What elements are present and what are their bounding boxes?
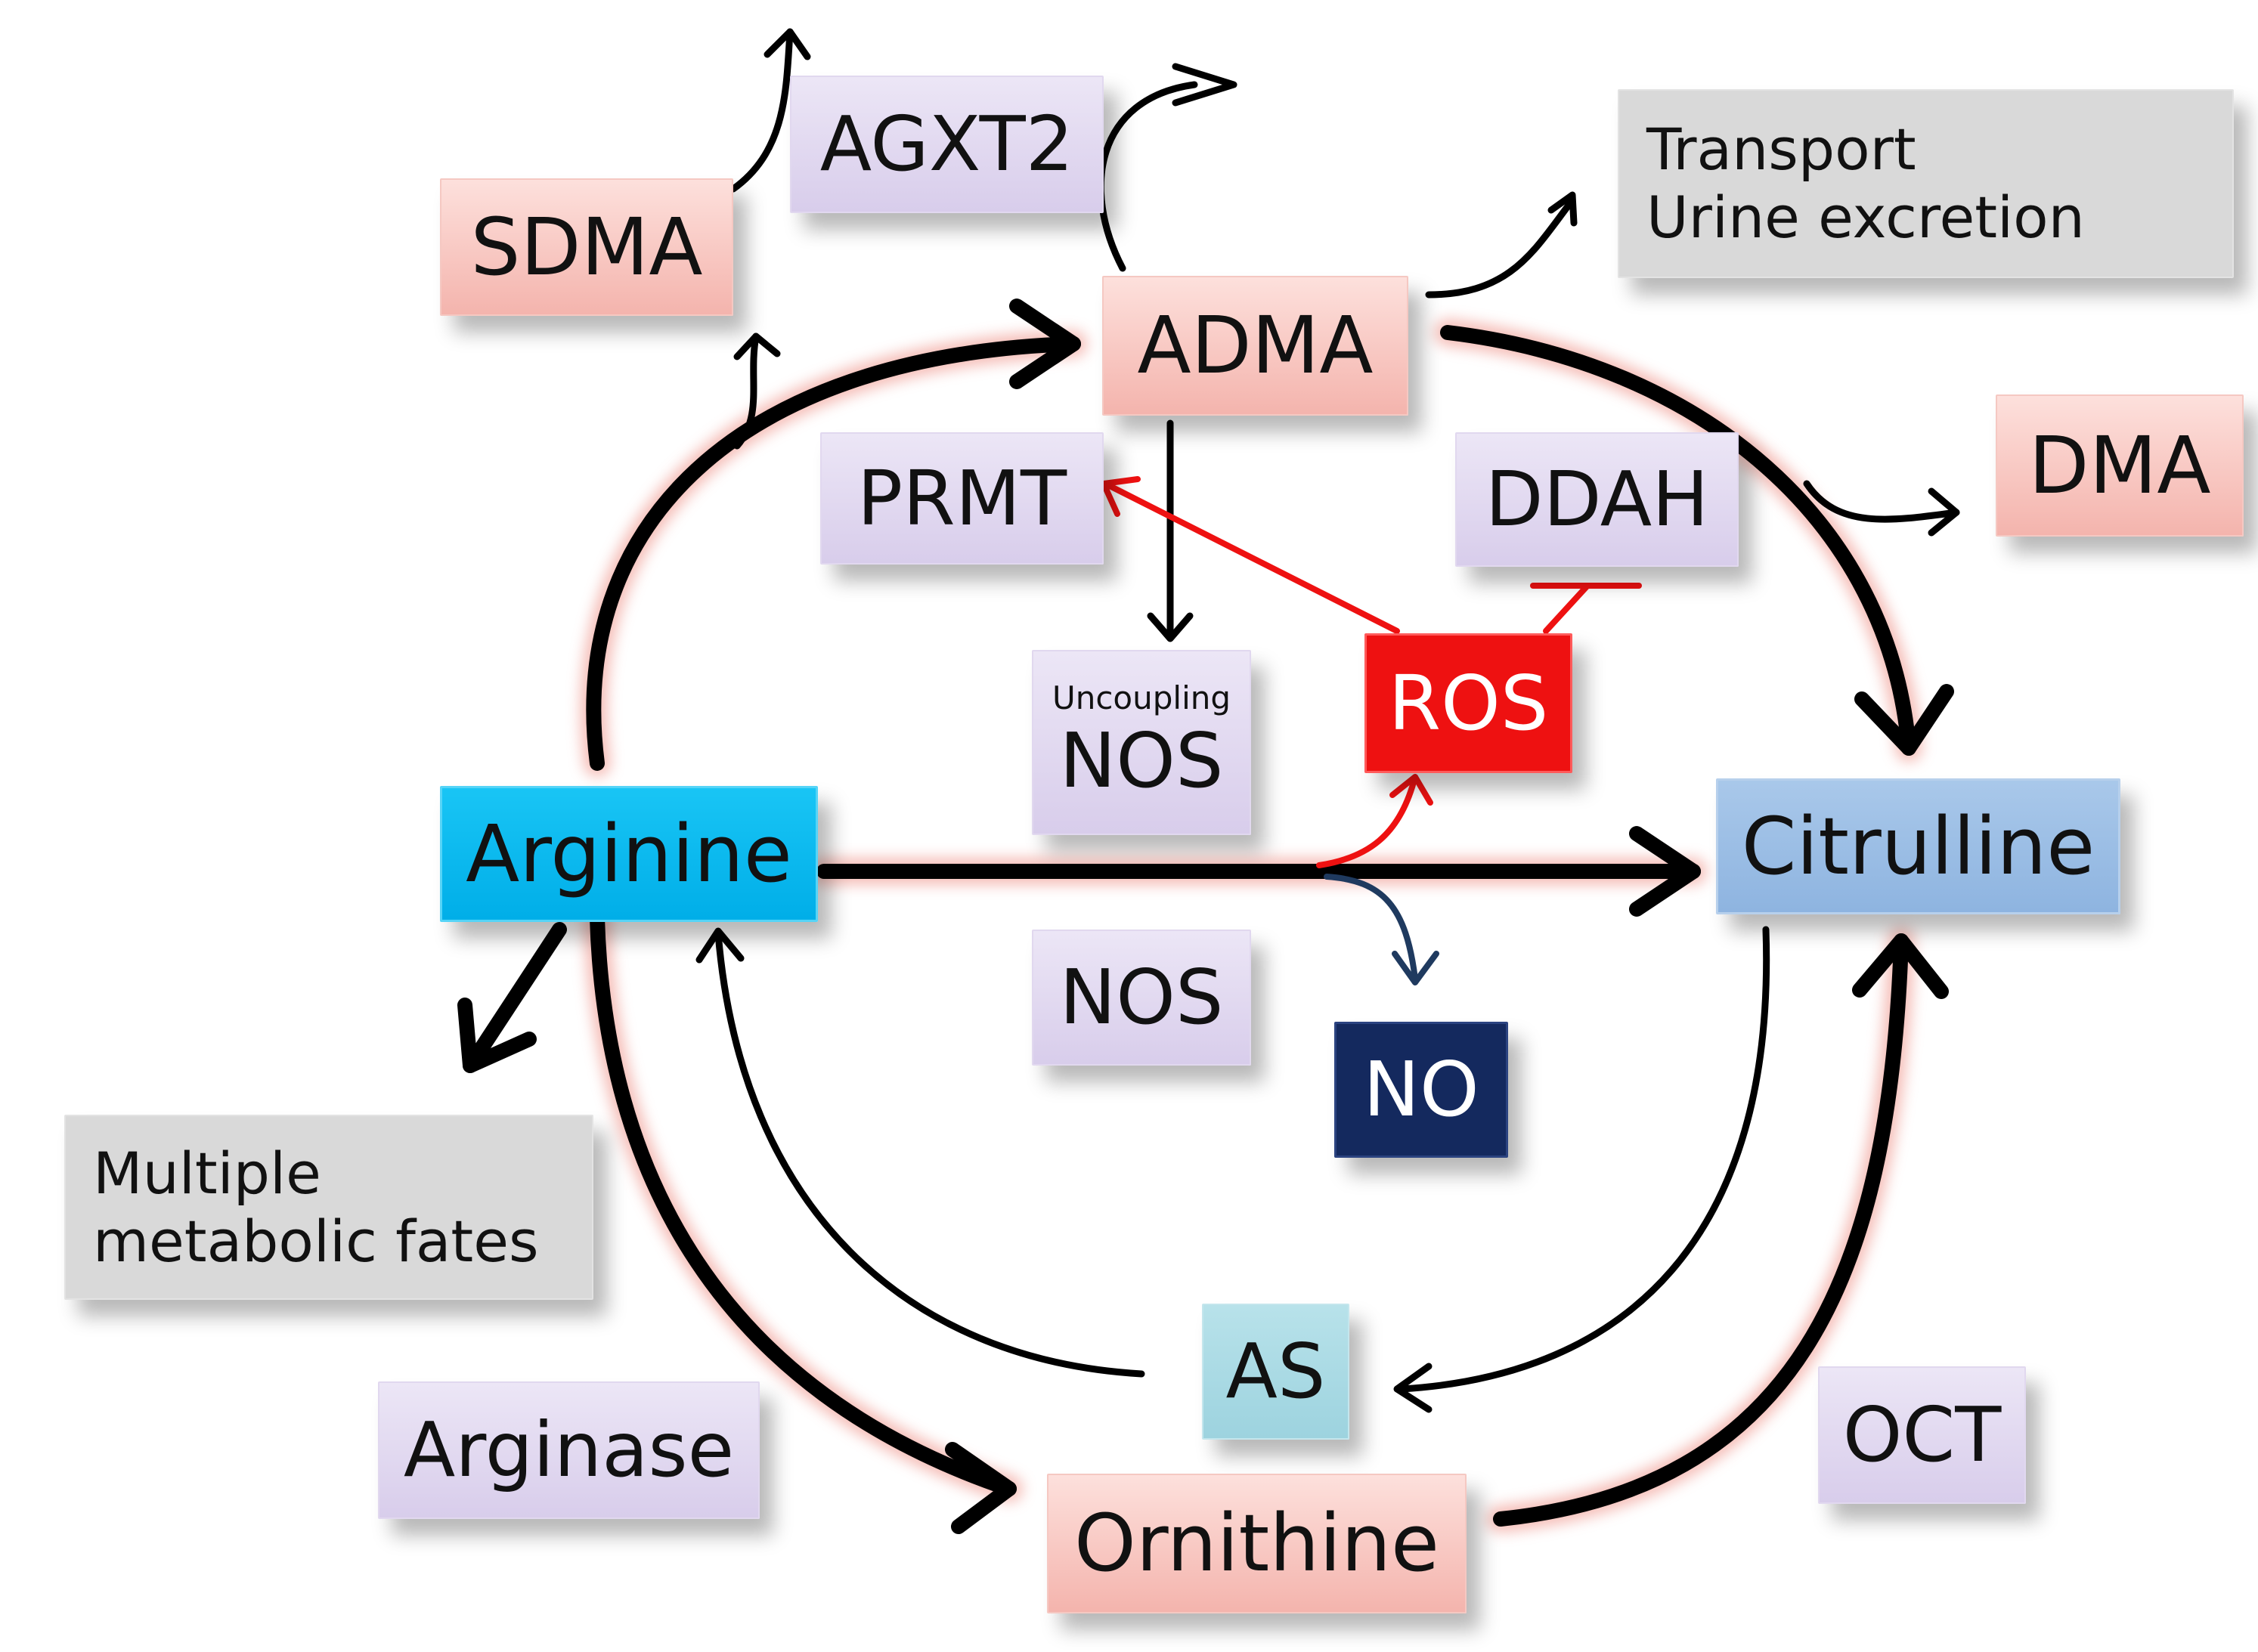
arrowhead-arginine-bottom (695, 927, 745, 964)
arrow-arginine-to-adma (586, 336, 1081, 771)
as-label: AS (1225, 1327, 1326, 1415)
arrowhead-dma (1928, 487, 1960, 537)
arrow-ornithine-to-citrulline (1493, 933, 1909, 1527)
nos-label: NOS (1059, 953, 1224, 1041)
nos-enzyme: NOS (1032, 930, 1251, 1066)
adma-label: ADMA (1137, 299, 1374, 392)
agxt2-label: AGXT2 (819, 100, 1074, 188)
arginine-node: Arginine (440, 786, 818, 922)
dma-node: DMA (1996, 394, 2244, 537)
arrowhead-sdma-agxt2 (764, 28, 811, 60)
arrowhead-as (1393, 1363, 1433, 1413)
no-label: NO (1363, 1045, 1479, 1134)
oct-label: OCT (1842, 1391, 2002, 1479)
multiple-label: Multiple (93, 1139, 321, 1207)
arginine-label: Arginine (466, 807, 792, 900)
ddah-label: DDAH (1485, 455, 1709, 543)
arrowhead-transport (1547, 191, 1578, 227)
oct-enzyme: OCT (1818, 1366, 2026, 1504)
arrowhead-ornithine (945, 1442, 1017, 1534)
arrow-adma-to-transport (1425, 196, 1576, 299)
thin-pathway-arrows (695, 28, 1960, 1413)
ros-label: ROS (1388, 658, 1549, 747)
arrowhead-prmt (1101, 476, 1141, 517)
arrow-arginine-to-ornithine (590, 911, 1017, 1496)
uncoupling-label: Uncoupling (1052, 679, 1231, 716)
arrowhead-multiple-fates (457, 998, 537, 1073)
ddah-enzyme: DDAH (1455, 432, 1739, 567)
ros-effect-arrows (1101, 476, 1642, 868)
arginase-label: Arginase (403, 1406, 735, 1494)
inhibition-ros-to-ddah (1543, 583, 1591, 634)
arrow-ros-to-prmt (1107, 483, 1400, 634)
arrow-adma-to-agxt2 (1097, 81, 1198, 272)
sdma-node: SDMA (440, 178, 733, 316)
ros-node: ROS (1364, 633, 1572, 773)
arrowhead-citrulline-top (1854, 684, 1954, 756)
agxt2-enzyme: AGXT2 (790, 76, 1104, 213)
as-enzyme: AS (1202, 1304, 1349, 1440)
dma-label: DMA (2028, 419, 2211, 512)
arrowhead-no (1392, 951, 1439, 985)
prmt-enzyme: PRMT (820, 432, 1104, 565)
arginase-enzyme: Arginase (378, 1381, 760, 1519)
citrulline-node: Citrulline (1716, 778, 2120, 914)
ornithine-label: Ornithine (1073, 1497, 1440, 1590)
arrowhead-ros-bottom (1389, 774, 1433, 806)
arrow-nos-to-no (1324, 874, 1418, 982)
urine-excretion-label: Urine excretion (1646, 184, 2085, 251)
sdma-label: SDMA (470, 200, 703, 293)
arrow-sdma-to-agxt2 (729, 28, 794, 193)
arrowhead-adma-agxt2 (1172, 63, 1237, 107)
prmt-label: PRMT (856, 453, 1067, 543)
arrow-arginine-to-multiple-fates (463, 922, 567, 1073)
transport-label: Transport (1646, 116, 1916, 184)
arrow-nos-to-ros (1316, 779, 1417, 868)
arrowhead-citrulline-bottom (1852, 933, 1949, 999)
arrowhead-uncoupling-nos (1147, 612, 1194, 642)
arrow-as-to-arginine (714, 930, 1145, 1378)
uncoupling-nos-enzyme: Uncoupling NOS (1032, 650, 1251, 835)
arrow-adma-to-dma (1803, 480, 1960, 523)
transport-excretion-note: Transport Urine excretion (1618, 89, 2234, 278)
arrowhead-adma (1009, 299, 1081, 389)
arrow-citrulline-to-as (1398, 926, 1770, 1393)
ornithine-node: Ornithine (1047, 1474, 1467, 1613)
multiple-metabolic-fates-note: Multiple metabolic fates (64, 1115, 593, 1300)
no-node: NO (1334, 1022, 1508, 1158)
metabolic-fates-label: metabolic fates (93, 1207, 539, 1275)
arrow-arginine-to-sdma (733, 333, 760, 450)
uncoupling-nos-label: NOS (1059, 716, 1224, 806)
arrowhead-citrulline-left (1629, 826, 1701, 917)
citrulline-label: Citrulline (1741, 800, 2095, 893)
arrow-adma-to-citrulline (1440, 325, 1916, 756)
main-pathway-arrows (457, 299, 1954, 1534)
no-release-arrow (1324, 874, 1439, 985)
adma-node: ADMA (1102, 276, 1408, 416)
arrowhead-sdma-bottom (733, 333, 781, 360)
